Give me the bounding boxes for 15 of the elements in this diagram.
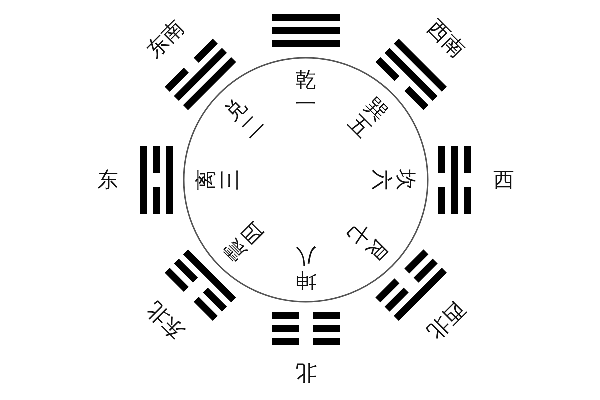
direction-label: 东南 (144, 18, 188, 62)
trigram-name: 坤八 (295, 244, 318, 292)
direction-label: 西南 (424, 18, 468, 62)
trigram-name: 巽五 (343, 93, 394, 143)
trigram-name: 兑二 (218, 93, 269, 143)
trigram-name: 艮七 (343, 218, 394, 268)
direction-label: 西 (494, 170, 514, 190)
trigram-name: 乾一 (295, 68, 318, 116)
direction-label: 西北 (424, 298, 468, 342)
trigram-name: 坎六 (370, 169, 418, 192)
trigram-name: 离三 (194, 169, 242, 192)
direction-label: 东 (98, 170, 118, 190)
direction-label: 东北 (144, 298, 188, 342)
direction-label: 北 (296, 362, 316, 382)
trigram-name: 震四 (218, 218, 269, 268)
